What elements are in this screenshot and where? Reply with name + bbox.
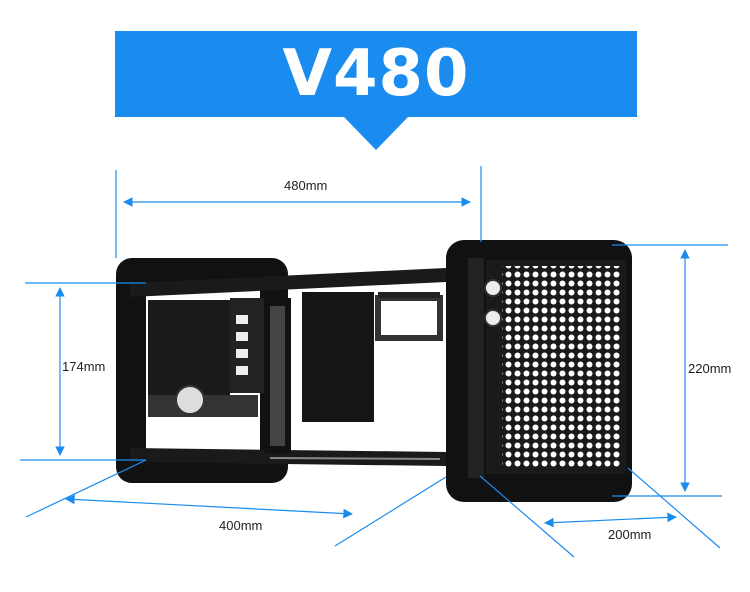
gpu-bracket [265, 298, 291, 453]
label-400mm: 400mm [219, 518, 263, 533]
case-rails [130, 268, 446, 466]
label-174mm: 174mm [62, 359, 106, 374]
dimension-bottom-length [25, 459, 447, 547]
motherboard-panel [302, 292, 374, 422]
banner-pointer [343, 116, 409, 150]
dimension-left-height [20, 282, 146, 461]
psu-cables [230, 298, 264, 393]
dimension-right-depth [479, 467, 721, 558]
dimension-top-width [115, 166, 482, 258]
right-end-frame [446, 240, 632, 502]
label-200mm: 200mm [608, 527, 652, 542]
label-480mm: 480mm [284, 178, 328, 193]
psu-unit [148, 300, 258, 417]
mount-bracket [375, 292, 443, 341]
title-banner: V480 [115, 31, 637, 117]
product-title: V480 [282, 37, 470, 111]
dimension-right-height [612, 244, 728, 497]
label-220mm: 220mm [688, 361, 732, 376]
